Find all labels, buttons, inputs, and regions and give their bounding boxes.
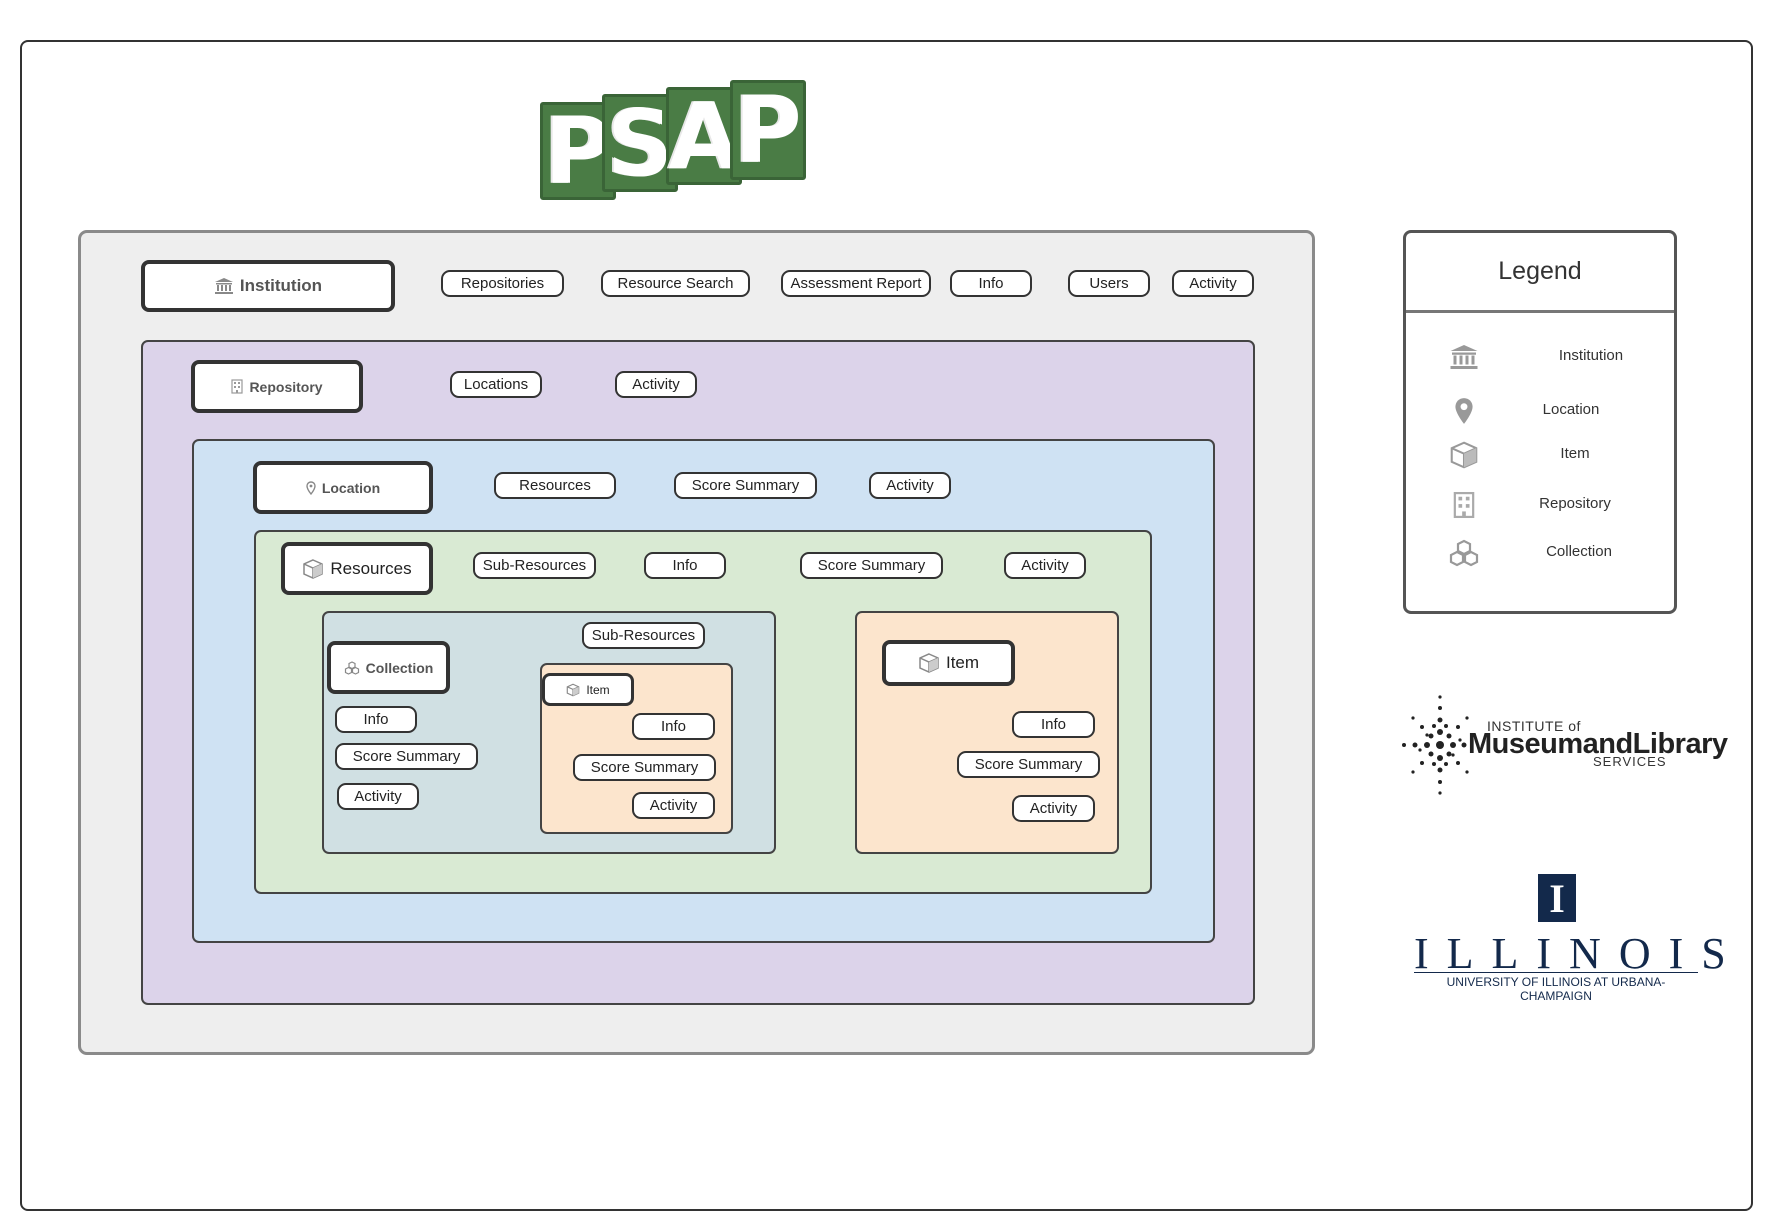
item-activity-button[interactable]: Activity	[1012, 795, 1095, 822]
nested-item-info-button[interactable]: Info	[632, 713, 715, 740]
resource-sub-resources-button[interactable]: Sub-Resources	[473, 552, 596, 579]
psap-letter-a: A	[666, 83, 742, 190]
location-pin-icon	[306, 480, 316, 495]
institution-activity-button[interactable]: Activity	[1172, 270, 1254, 297]
location-score-summary-button[interactable]: Score Summary	[674, 472, 817, 499]
legend-item-collection: Collection	[1406, 535, 1674, 571]
item-cube-icon	[1446, 437, 1482, 473]
illinois-wordmark: ILLINOIS	[1414, 929, 1744, 978]
assessment-report-button[interactable]: Assessment Report	[781, 270, 931, 297]
legend-item-location: Location	[1406, 393, 1674, 429]
item-cube-icon	[302, 558, 324, 580]
resource-score-summary-button[interactable]: Score Summary	[800, 552, 943, 579]
collection-activity-button[interactable]: Activity	[337, 783, 419, 810]
institution-entity-label: Institution	[239, 276, 323, 295]
institution-info-button[interactable]: Info	[950, 270, 1032, 297]
repository-building-icon	[1446, 487, 1482, 523]
resource-info-button[interactable]: Info	[644, 552, 726, 579]
users-button[interactable]: Users	[1068, 270, 1150, 297]
institution-entity-box[interactable]: Institution	[141, 260, 395, 312]
collection-info-button[interactable]: Info	[335, 706, 417, 733]
location-pin-icon	[1446, 393, 1482, 429]
institution-icon	[214, 277, 234, 295]
locations-button[interactable]: Locations	[450, 371, 542, 398]
location-entity-box[interactable]: Location	[253, 461, 433, 514]
item-cube-icon	[566, 683, 580, 697]
resources-entity-label: Resources	[330, 558, 412, 578]
psap-letter-p2: P	[730, 77, 806, 184]
collection-entity-label: Collection	[365, 659, 434, 676]
resources-entity-box[interactable]: Resources	[281, 542, 433, 595]
legend-item-repository: Repository	[1406, 487, 1674, 523]
imls-logo	[1400, 690, 1480, 800]
legend-panel: Legend Institution Location Item Reposit…	[1403, 230, 1677, 614]
item-entity-label: Item	[945, 653, 980, 672]
collection-score-summary-button[interactable]: Score Summary	[335, 743, 478, 770]
item-info-button[interactable]: Info	[1012, 711, 1095, 738]
psap-letter-s: S	[602, 90, 678, 197]
illinois-block-i-logo: I	[1538, 874, 1576, 922]
repository-building-icon	[231, 379, 244, 394]
location-entity-label: Location	[321, 479, 381, 496]
legend-label-repository: Repository	[1539, 495, 1611, 512]
resource-activity-button[interactable]: Activity	[1004, 552, 1086, 579]
illinois-subtitle: UNIVERSITY OF ILLINOIS AT URBANA-CHAMPAI…	[1414, 972, 1698, 1003]
collection-sub-resources-button[interactable]: Sub-Resources	[582, 622, 705, 649]
legend-label-institution: Institution	[1558, 347, 1624, 364]
nested-item-entity-box[interactable]: Item	[542, 673, 634, 706]
psap-logo: P S A P	[540, 77, 810, 205]
imls-line2: MuseumandLibrary	[1468, 728, 1728, 760]
nested-item-score-summary-button[interactable]: Score Summary	[573, 754, 716, 781]
nested-item-activity-button[interactable]: Activity	[632, 792, 715, 819]
legend-title: Legend	[1406, 233, 1674, 313]
repository-entity-label: Repository	[249, 378, 323, 395]
legend-item-institution: Institution	[1406, 339, 1674, 375]
legend-label-item: Item	[1560, 445, 1590, 462]
item-cube-icon	[918, 652, 940, 674]
item-score-summary-button[interactable]: Score Summary	[957, 751, 1100, 778]
collection-cubes-icon	[344, 660, 360, 675]
repository-entity-box[interactable]: Repository	[191, 360, 363, 413]
item-entity-box[interactable]: Item	[882, 640, 1015, 686]
location-resources-button[interactable]: Resources	[494, 472, 616, 499]
imls-line1: INSTITUTE of	[1487, 718, 1581, 734]
legend-label-location: Location	[1542, 401, 1600, 418]
repositories-button[interactable]: Repositories	[441, 270, 564, 297]
nested-item-entity-label: Item	[586, 682, 610, 697]
repository-activity-button[interactable]: Activity	[615, 371, 697, 398]
collection-entity-box[interactable]: Collection	[327, 641, 450, 694]
collection-cubes-icon	[1446, 535, 1482, 571]
legend-label-collection: Collection	[1546, 543, 1612, 560]
resource-search-button[interactable]: Resource Search	[601, 270, 750, 297]
imls-line3: SERVICES	[1593, 754, 1667, 769]
location-activity-button[interactable]: Activity	[869, 472, 951, 499]
institution-icon	[1446, 339, 1482, 375]
legend-item-item: Item	[1406, 437, 1674, 473]
